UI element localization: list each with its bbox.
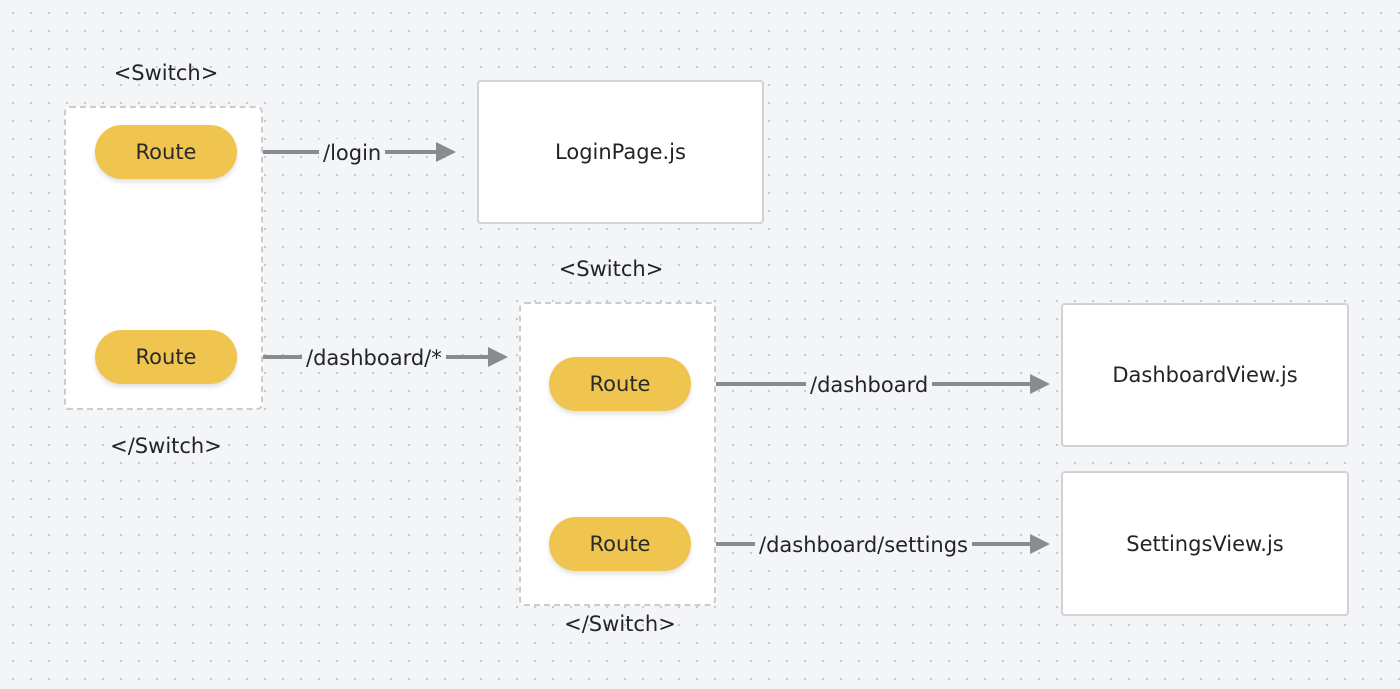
path-label-dashboard-wildcard: /dashboard/*	[302, 344, 446, 372]
outer-switch-close-tag: </Switch>	[110, 434, 222, 458]
inner-switch-close-tag: </Switch>	[564, 612, 676, 636]
route-dashboard-settings[interactable]: Route	[549, 517, 691, 571]
outer-switch-open-tag: <Switch>	[113, 61, 219, 85]
path-label-dashboard: /dashboard	[806, 371, 933, 399]
route-login[interactable]: Route	[95, 125, 237, 179]
component-dashboard-view[interactable]: DashboardView.js	[1061, 303, 1349, 447]
component-login-page[interactable]: LoginPage.js	[477, 80, 764, 224]
path-label-login: /login	[319, 139, 386, 167]
path-label-dashboard-settings: /dashboard/settings	[755, 531, 972, 559]
route-dashboard-wildcard[interactable]: Route	[95, 330, 237, 384]
route-dashboard[interactable]: Route	[549, 357, 691, 411]
inner-switch-open-tag: <Switch>	[558, 257, 664, 281]
component-settings-view[interactable]: SettingsView.js	[1061, 471, 1349, 616]
